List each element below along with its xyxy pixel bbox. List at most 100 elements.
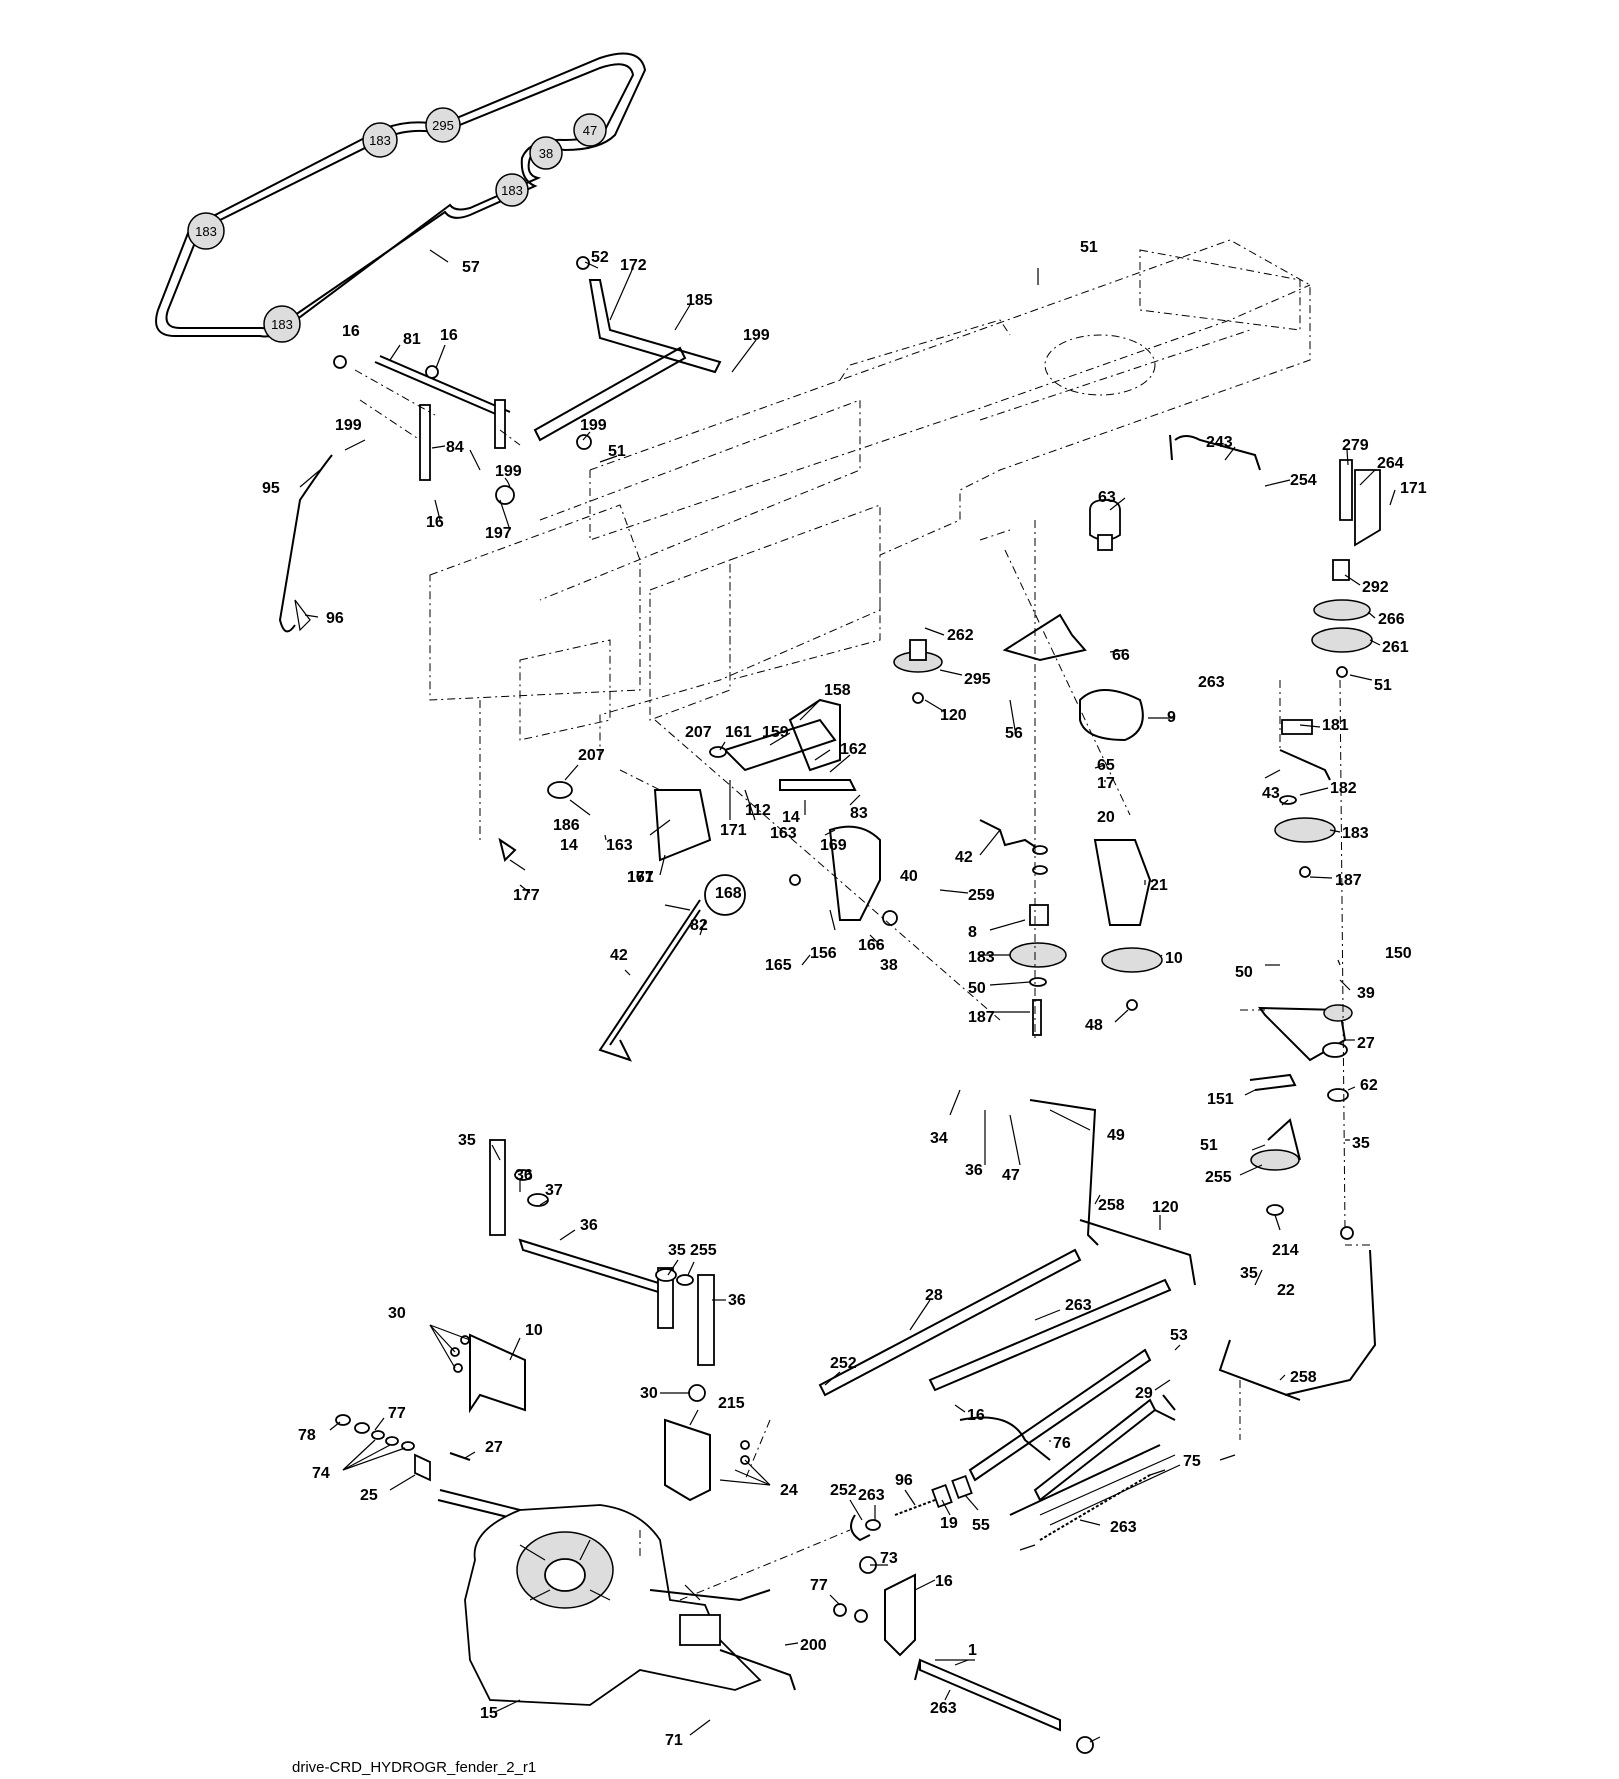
callout: 163 — [770, 825, 797, 842]
callout: 263 — [1110, 1519, 1137, 1536]
callout: 14 — [560, 837, 578, 854]
callout: 183 — [968, 949, 995, 966]
callout: 187 — [1335, 872, 1362, 889]
callout: 159 — [762, 724, 789, 741]
callout: 34 — [930, 1130, 948, 1147]
callout: 10 — [1165, 950, 1183, 967]
callout: 185 — [686, 292, 713, 309]
callout: 214 — [1272, 1242, 1299, 1259]
callout: 51 — [1080, 239, 1098, 256]
spacers-washers — [335, 1414, 471, 1482]
drive-belt — [155, 52, 647, 338]
callout: 82 — [690, 917, 708, 934]
callout: 50 — [968, 980, 986, 997]
callout: 81 — [403, 331, 421, 348]
callout: 187 — [968, 1009, 995, 1026]
callout: 56 — [1005, 725, 1023, 742]
callout-labels: 57 52 172 185 199 16 81 16 199 51 199 84… — [262, 239, 1427, 1749]
right-pulley-stack — [893, 434, 1381, 878]
callout: 264 — [1377, 455, 1404, 472]
belt-pulley-1: 183 — [362, 122, 398, 158]
callout: 96 — [895, 1472, 913, 1489]
callout: 35 — [1352, 1135, 1370, 1152]
callout: 112 — [745, 802, 771, 819]
callout: 9 — [1167, 709, 1176, 726]
callout: 16 — [440, 327, 458, 344]
callout: 15 — [480, 1705, 498, 1722]
callout: 262 — [947, 627, 974, 644]
callout: 35 — [668, 1242, 686, 1259]
callout: 42 — [955, 849, 973, 866]
callout: 77 — [388, 1405, 406, 1422]
callout: 254 — [1290, 472, 1317, 489]
belt-pulley-6: 183 — [187, 212, 225, 250]
callout: 96 — [326, 610, 344, 627]
callout: 292 — [1362, 579, 1389, 596]
callout: 243 — [1206, 434, 1233, 451]
belt-pulley-3: 47 — [573, 113, 607, 147]
callout: 66 — [1112, 647, 1130, 664]
callout: 261 — [1382, 639, 1409, 656]
callout: 30 — [640, 1385, 658, 1402]
callout: 65 — [1097, 757, 1115, 774]
callout: 177 — [513, 887, 540, 904]
callout: 258 — [1098, 1197, 1125, 1214]
callout: 163 — [606, 837, 633, 854]
callout: 263 — [1198, 674, 1225, 691]
callout: 181 — [1322, 717, 1349, 734]
callout: 255 — [1205, 1169, 1232, 1186]
callout: 263 — [930, 1700, 957, 1717]
callout: 171 — [627, 869, 654, 886]
callout: 16 — [342, 323, 360, 340]
callout: 167 — [627, 869, 654, 886]
callout: 252 — [830, 1355, 857, 1372]
pulley-label: 38 — [539, 146, 553, 161]
callout: 27 — [485, 1439, 503, 1456]
callout: 24 — [780, 1482, 798, 1499]
callout: 74 — [312, 1465, 330, 1482]
callout: 1 — [968, 1642, 977, 1659]
callout: 27 — [1357, 1035, 1375, 1052]
callout: 43 — [1262, 785, 1280, 802]
callout: 169 — [820, 837, 847, 854]
callout: 120 — [940, 707, 967, 724]
callout: 20 — [1097, 809, 1115, 826]
callout: 252 — [830, 1482, 857, 1499]
chassis-frame — [429, 239, 1311, 760]
callout: 207 — [685, 724, 712, 741]
callout: 161 — [725, 724, 752, 741]
callout: 259 — [968, 887, 995, 904]
callout: 22 — [1277, 1282, 1295, 1299]
callout: 199 — [335, 417, 362, 434]
axle-assembly — [489, 1139, 715, 1366]
callout: 30 — [388, 1305, 406, 1322]
pulley-label: 183 — [195, 224, 217, 239]
callout: 162 — [840, 741, 867, 758]
callout: 158 — [824, 682, 851, 699]
callout: 279 — [1342, 437, 1369, 454]
callout: 39 — [1357, 985, 1375, 1002]
callout: 10 — [525, 1322, 543, 1339]
callout: 38 — [880, 957, 898, 974]
callout: 207 — [578, 747, 605, 764]
callout: 172 — [620, 257, 647, 274]
callout: 215 — [718, 1395, 745, 1412]
callout: 73 — [880, 1550, 898, 1567]
belt-pulley-5: 183 — [495, 173, 529, 207]
callout: 51 — [1200, 1137, 1218, 1154]
pulley-label: 183 — [501, 183, 523, 198]
callout: 36 — [728, 1292, 746, 1309]
callout: 263 — [858, 1487, 885, 1504]
callout: 52 — [591, 249, 609, 266]
callout: 49 — [1107, 1127, 1125, 1144]
brake-linkage — [833, 1514, 1094, 1754]
front-linkage — [278, 256, 722, 633]
callout: 35 — [1240, 1265, 1258, 1282]
spring-25 — [894, 1474, 973, 1516]
callout: 263 — [1065, 1297, 1092, 1314]
callout: 95 — [262, 480, 280, 497]
tension-spring — [1019, 1469, 1166, 1551]
callout: 47 — [1002, 1167, 1020, 1184]
belt-pulley-7: 183 — [263, 305, 301, 343]
